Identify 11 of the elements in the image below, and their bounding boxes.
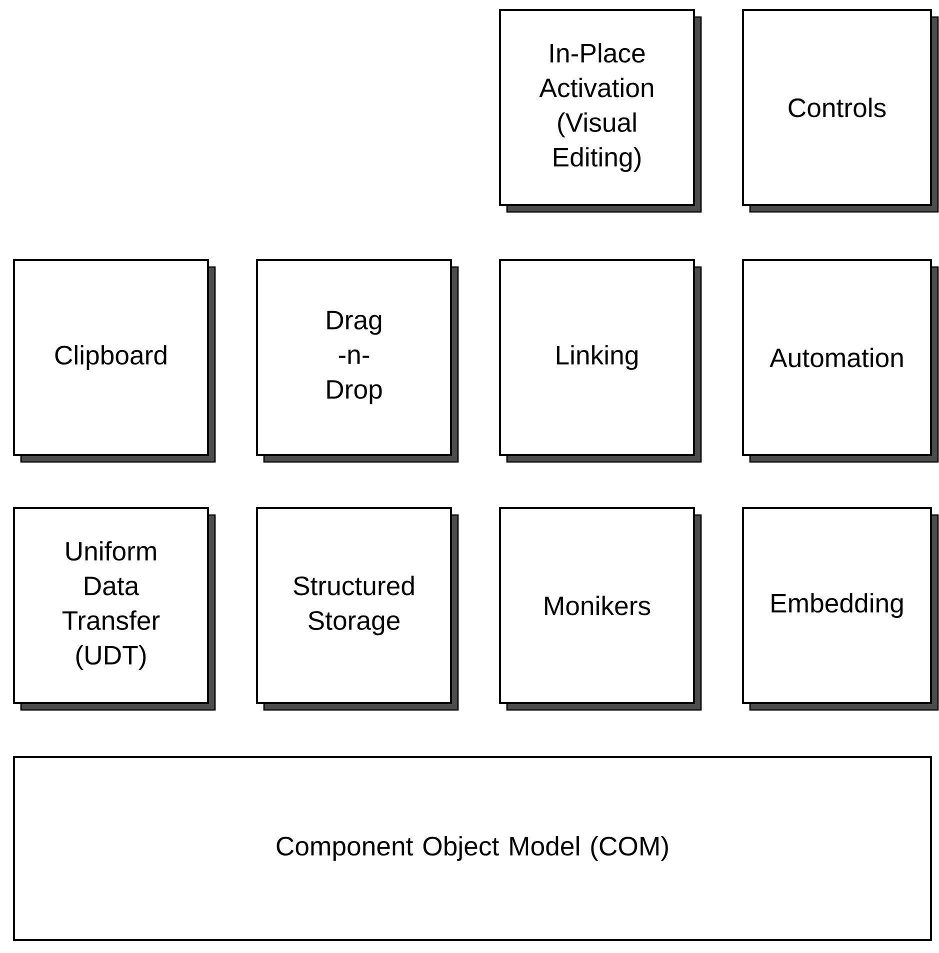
stacked-box: Monikers [499, 507, 702, 711]
stacked-box: Linking [499, 259, 702, 463]
stacked-box: Drag -n- Drop [256, 259, 459, 463]
stacked-box: Clipboard [13, 259, 216, 463]
stacked-box: Controls [742, 9, 939, 213]
stacked-box: In-Place Activation (Visual Editing) [499, 9, 702, 213]
base-box: Component Object Model (COM) [13, 756, 932, 941]
stacked-box: Uniform Data Transfer (UDT) [13, 507, 216, 711]
stacked-box: Embedding [742, 507, 939, 711]
stacked-box: Structured Storage [256, 507, 459, 711]
stacked-box: Automation [742, 259, 939, 463]
